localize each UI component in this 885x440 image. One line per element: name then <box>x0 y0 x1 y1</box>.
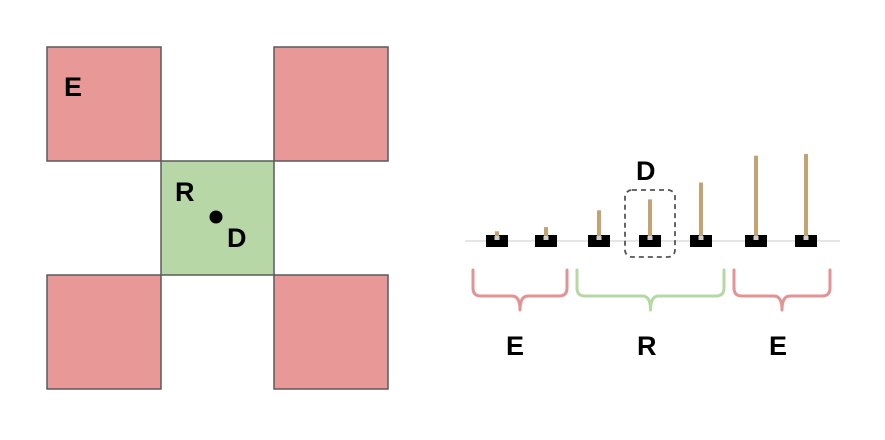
pole <box>544 227 548 238</box>
pole <box>804 154 808 238</box>
pivot <box>753 236 759 240</box>
excluded-square-top-right <box>273 46 389 162</box>
brace-excluded-3 <box>732 268 832 312</box>
left-diagram: E R D <box>46 46 389 390</box>
group-label-e-1: E <box>506 331 524 361</box>
cart <box>745 235 767 247</box>
pivot <box>647 236 653 240</box>
cart <box>690 235 712 247</box>
pivot <box>494 236 500 240</box>
pivot <box>803 236 809 240</box>
label-e-left: E <box>64 72 82 102</box>
dashed-highlight-box <box>624 189 676 258</box>
group-label-e-2: E <box>769 331 787 361</box>
excluded-square-top-left <box>46 46 162 162</box>
cart-pole-5 <box>690 182 712 247</box>
pivot <box>698 236 704 240</box>
cart-pole-7 <box>795 154 817 247</box>
pole <box>754 155 758 238</box>
label-d-right: D <box>636 156 656 186</box>
label-r-left: R <box>175 177 195 207</box>
right-diagram: D E R E <box>465 154 840 361</box>
state-point-d <box>209 210 223 224</box>
pole <box>597 210 601 238</box>
pivot <box>596 236 602 240</box>
cart <box>588 235 610 247</box>
cart <box>535 235 557 247</box>
cart-pole-3 <box>588 210 610 247</box>
pivot <box>543 236 549 240</box>
group-braces <box>471 268 832 312</box>
label-d-left: D <box>227 223 247 253</box>
brace-region-2 <box>575 268 726 312</box>
cart <box>639 235 661 247</box>
cart-pole-4 <box>639 199 661 247</box>
brace-excluded-1 <box>471 268 569 312</box>
cart-pole-states <box>486 154 817 247</box>
cart-pole-2 <box>535 227 557 247</box>
cart-pole-1 <box>486 231 508 247</box>
excluded-square-bottom-left <box>46 274 162 390</box>
cart <box>486 235 508 247</box>
group-label-r: R <box>637 331 657 361</box>
cart <box>795 235 817 247</box>
pole <box>699 182 703 238</box>
pole <box>648 199 652 238</box>
excluded-square-bottom-right <box>273 274 389 390</box>
pole <box>495 231 499 238</box>
cart-pole-6 <box>745 155 767 247</box>
